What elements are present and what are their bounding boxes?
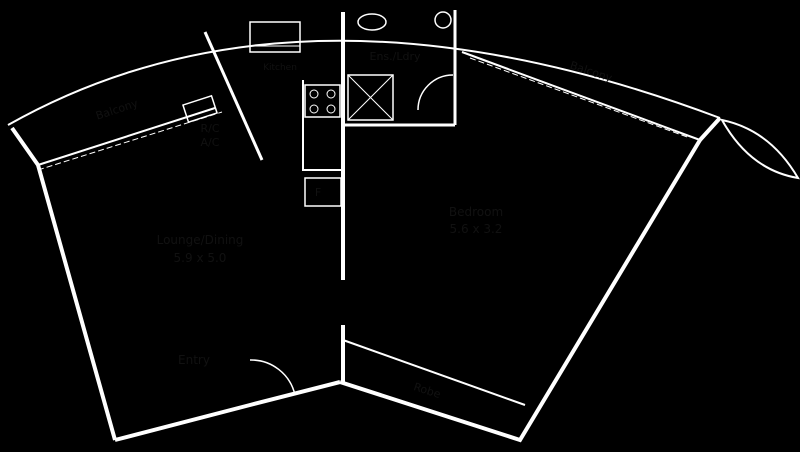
- toilet-icon: [434, 11, 452, 29]
- bedroom-dims: 5.6 x 3.2: [450, 222, 503, 236]
- entry-label: Entry: [178, 353, 210, 367]
- ensuite-door-arc: [417, 74, 454, 111]
- lounge-dims: 5.9 x 5.0: [174, 251, 227, 265]
- ens-ldry-label: Ens./Ldry: [370, 50, 421, 63]
- kitchen-bench: [302, 80, 343, 171]
- ac-label-line1: R/C: [200, 122, 219, 135]
- bedroom-name: Bedroom: [449, 205, 503, 219]
- outer-arc-wall: [7, 39, 721, 126]
- kitchen-sink-icon: [249, 21, 301, 53]
- lounge-bottom-wall: [114, 380, 341, 442]
- balcony-left-edge: [37, 107, 216, 166]
- balcony-feature-shape: [720, 118, 800, 180]
- balcony-left-rail: [37, 111, 223, 171]
- kitchen-label: Kitchen: [263, 63, 297, 73]
- kitchen-left-wall: [203, 31, 264, 161]
- lounge-name: Lounge/Dining: [157, 233, 244, 247]
- balcony-right-edge: [461, 51, 701, 141]
- fridge-box: [304, 177, 342, 207]
- ac-unit-icon: [182, 94, 218, 124]
- stove-icon: [304, 84, 341, 118]
- ac-label-line2: A/C: [201, 136, 220, 149]
- lounge-left-wall: [10, 126, 117, 441]
- shower-icon: [347, 74, 394, 121]
- robe-wall: [342, 339, 526, 406]
- basin-icon: [357, 13, 387, 31]
- bedroom-right-wall: [698, 116, 722, 142]
- balcony-right-rail: [469, 57, 691, 139]
- entry-door-arc: [249, 359, 296, 396]
- fridge-label: F: [315, 186, 321, 199]
- bedroom-bottom-wall: [339, 138, 702, 443]
